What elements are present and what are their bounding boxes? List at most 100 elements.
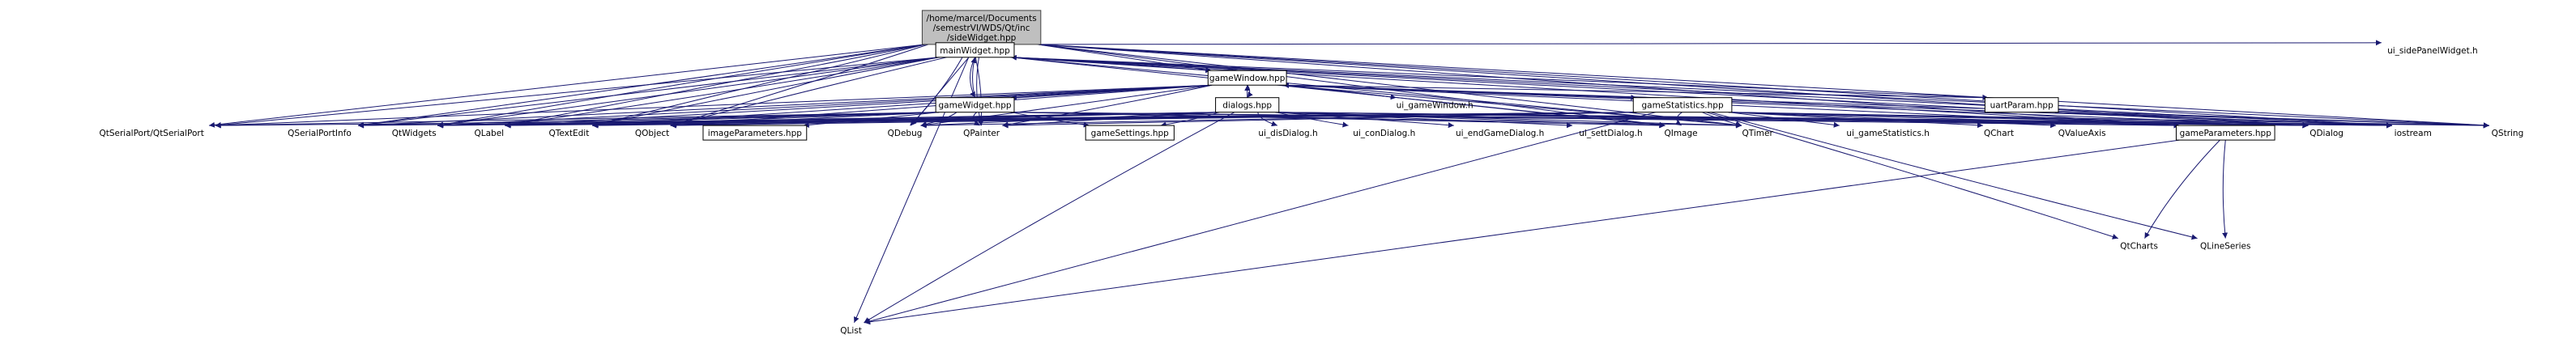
- node-image-parameters[interactable]: imageParameters.hpp: [702, 125, 808, 141]
- node-label: QLineSeries: [2200, 242, 2250, 252]
- node-label: QLabel: [475, 129, 505, 138]
- edge-gameStatistics-to-QTimer: [1702, 112, 1742, 127]
- node-q-dialog: QDialog: [2309, 129, 2344, 138]
- edge-gameWindow-to-QtSerialPort: [215, 84, 1212, 129]
- node-label: QString: [2492, 129, 2524, 138]
- node-q-value-axis: QValueAxis: [2058, 129, 2106, 138]
- edge-gameStatistics-to-QString: [1728, 112, 2489, 129]
- node-label: imageParameters.hpp: [708, 129, 802, 138]
- node-q-text-edit: QTextEdit: [548, 129, 589, 138]
- node-label: mainWidget.hpp: [940, 46, 1010, 56]
- node-uart-param[interactable]: uartParam.hpp: [1984, 97, 2059, 113]
- node-q-string: QString: [2492, 129, 2524, 138]
- node-box: [702, 125, 808, 141]
- edge-gameWindow-to-QTextEdit: [592, 84, 1212, 129]
- node-q-chart: QChart: [1984, 129, 2014, 138]
- edge-gameWindow-to-uartParam: [1283, 84, 1989, 101]
- node-label: QTimer: [1742, 129, 1774, 138]
- edge-gameStatistics-to-uiGameStatistics: [1728, 112, 1840, 128]
- node-q-timer: QTimer: [1742, 129, 1774, 138]
- node-game-widget[interactable]: gameWidget.hpp: [935, 97, 1015, 113]
- edge-sidePanel-to-QObject: [670, 44, 929, 127]
- node-box: [921, 10, 1042, 45]
- node-main-widget[interactable]: mainWidget.hpp: [935, 42, 1015, 58]
- edge-gameStatistics-to-gameParameters: [1728, 112, 2180, 129]
- edge-sidePanel-to-QString: [1037, 44, 2489, 129]
- node-label: ui_conDialog.h: [1353, 129, 1415, 138]
- node-label: QTextEdit: [548, 129, 589, 138]
- node-dialogs[interactable]: dialogs.hpp: [1215, 97, 1280, 113]
- edge-sidePanel-to-QTextEdit: [592, 44, 926, 127]
- edge-sidePanel-to-QList: [854, 44, 975, 323]
- node-ui-side-panel: ui_sidePanelWidget.h: [2387, 46, 2478, 56]
- node-label: QObject: [635, 129, 669, 138]
- edge-dialogs-to-uiEndGameDialog: [1275, 112, 1454, 129]
- node-q-list: QList: [840, 326, 862, 336]
- node-label: ui_gameStatistics.h: [1846, 129, 1930, 138]
- edge-gameWidget-to-mainWidget: [970, 57, 977, 98]
- edge-gameParameters-to-QLineSeries: [2222, 140, 2228, 239]
- node-label: QValueAxis: [2058, 129, 2106, 138]
- node-game-settings[interactable]: gameSettings.hpp: [1085, 125, 1175, 141]
- edge-mainWidget-to-uartParam: [1010, 57, 1989, 100]
- edge-mainWidget-to-QtSerialPort: [215, 57, 940, 128]
- edge-gameStatistics-to-QtCharts: [1706, 112, 2118, 239]
- edge-gameStatistics-to-gameWindow: [1283, 82, 1637, 99]
- node-ui-game-window: ui_gameWindow.h: [1397, 101, 1474, 111]
- node-side-panel[interactable]: /home/marcel/Documents/semestrVI/WDS/Qt/…: [921, 10, 1042, 45]
- edge-sidePanel-to-QtSerialPort: [208, 44, 926, 128]
- node-label: QtCharts: [2120, 242, 2158, 252]
- edge-gameStatistics-to-QImage: [1674, 112, 1683, 126]
- node-label: dialogs.hpp: [1222, 101, 1272, 111]
- edge-sidePanel-to-QTimer: [1037, 44, 1742, 128]
- edge-mainWidget-to-gameParameters: [1010, 57, 2180, 129]
- edge-gameStatistics-to-QPainter: [1002, 112, 1637, 129]
- node-box: [935, 97, 1015, 113]
- node-box: [1215, 97, 1280, 113]
- node-game-statistics[interactable]: gameStatistics.hpp: [1632, 97, 1733, 113]
- node-label: ui_settDialog.h: [1579, 129, 1642, 138]
- edge-mainWidget-to-QLabel: [505, 57, 940, 128]
- edge-gameWindow-to-mainWidget: [1010, 54, 1212, 71]
- node-qt-charts: QtCharts: [2120, 242, 2158, 252]
- node-box: [1207, 70, 1287, 86]
- node-qt-widgets: QtWidgets: [392, 129, 437, 138]
- edge-dialogs-to-QTimer: [1275, 112, 1742, 129]
- node-label: QSerialPortInfo: [288, 129, 352, 138]
- edge-mainWidget-to-QDebug: [911, 57, 970, 126]
- include-edges: [208, 40, 2489, 325]
- node-box: [2175, 125, 2275, 141]
- edge-gameWindow-to-QSerialPortInfo: [357, 84, 1212, 129]
- node-label: gameParameters.hpp: [2180, 129, 2272, 138]
- node-q-image: QImage: [1664, 129, 1697, 138]
- node-label: ui_sidePanelWidget.h: [2387, 46, 2478, 56]
- node-game-parameters[interactable]: gameParameters.hpp: [2175, 125, 2275, 141]
- edge-dialogs-to-QList: [864, 112, 1235, 324]
- edge-gameStatistics-to-QValueAxis: [1728, 112, 2057, 129]
- edge-gameStatistics-to-QList: [864, 112, 1656, 324]
- edge-gameWidget-to-QtSerialPort: [215, 112, 940, 129]
- node-ui-end-game-dialog: ui_endGameDialog.h: [1456, 129, 1544, 138]
- node-q-debug: QDebug: [888, 129, 923, 138]
- node-label: gameStatistics.hpp: [1642, 101, 1724, 111]
- node-box: [1085, 125, 1175, 141]
- node-q-object: QObject: [635, 129, 669, 138]
- node-iostream: iostream: [2395, 129, 2432, 138]
- node-box: [1632, 97, 1733, 113]
- edge-gameParameters-to-QList: [864, 139, 2180, 325]
- node-q-serial-port-info: QSerialPortInfo: [288, 129, 352, 138]
- file-nodes: /home/marcel/Documents/semestrVI/WDS/Qt/…: [99, 10, 2524, 336]
- node-label: /home/marcel/Documents/semestrVI/WDS/Qt/…: [927, 14, 1037, 43]
- edge-dialogs-to-gameSettings: [1160, 112, 1219, 128]
- edge-mainWidget-to-QTextEdit: [592, 57, 940, 128]
- node-label: gameWindow.hpp: [1209, 74, 1286, 83]
- node-game-window[interactable]: gameWindow.hpp: [1207, 70, 1287, 86]
- node-label: ui_gameWindow.h: [1397, 101, 1474, 111]
- node-label: QImage: [1664, 129, 1697, 138]
- node-label: iostream: [2395, 129, 2432, 138]
- node-q-painter: QPainter: [963, 129, 1000, 138]
- node-label: QtSerialPort/QtSerialPort: [99, 129, 203, 138]
- node-ui-dis-dialog: ui_disDialog.h: [1258, 129, 1317, 138]
- edge-gameWindow-to-QImage: [1283, 84, 1665, 128]
